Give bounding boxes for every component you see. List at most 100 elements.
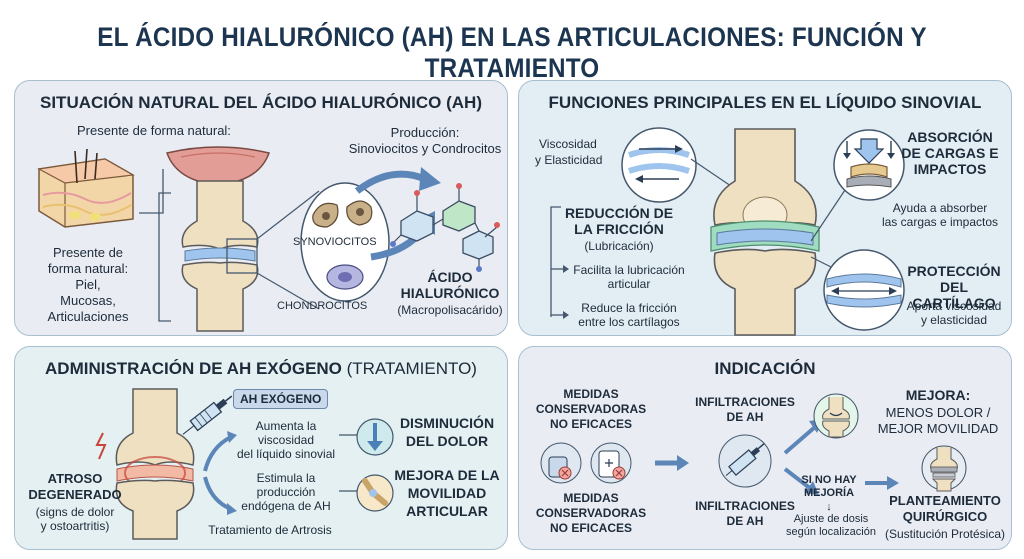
production-cells: Sinoviocitos y Condrocitos — [348, 141, 502, 156]
natural-situation-panel: SITUACIÓN NATURAL DEL ÁCIDO HIALURÓNICO … — [14, 80, 508, 336]
effect-arrows — [203, 431, 237, 515]
synovial-knee-illustration — [710, 128, 820, 336]
exogenous-panel: ADMINISTRACIÓN DE AH EXÓGENO (TRATAMIENT… — [14, 346, 508, 550]
acid-name-line2: HIALURÓNICO — [400, 285, 500, 301]
friction-point2-line2: entre los cartílagos — [578, 315, 680, 329]
friction-point2-line1: Reduce la fricción — [581, 301, 677, 315]
absorption-sub-line2: las cargas e impactos — [881, 215, 999, 229]
knee-prosthesis-icon — [921, 445, 967, 492]
friction-bracket — [550, 206, 569, 319]
patient-line1: ATROSO — [47, 471, 103, 486]
viscosity-line2: y Elasticidad — [535, 153, 603, 167]
exogenous-badge: AH EXÓGENO — [233, 389, 329, 409]
synoviocitos-label: SYNOVIOCITOS — [293, 236, 377, 248]
mucosa-illustration — [166, 146, 270, 186]
improve-sub-line2: MEJOR MOVILIDAD — [877, 421, 999, 436]
patient-sub-line1: (signs de dolor — [35, 505, 115, 519]
improve-sub-line1: MENOS DOLOR / — [885, 405, 991, 420]
exogenous-title-suffix: (TRATAMIENTO) — [346, 359, 477, 378]
infiltration-top-line2: DE AH — [726, 410, 764, 424]
conservative-top-line1: MEDIDAS — [563, 387, 619, 401]
viscosity-flow-icon — [621, 127, 697, 203]
acid-name-line1: ÁCIDO — [427, 269, 473, 285]
conservative-bottom-line2: CONSERVADORAS — [535, 506, 647, 520]
present-left-line5: Articulaciones — [47, 309, 129, 324]
production-label: Producción: — [390, 125, 460, 140]
absorption-icon — [833, 129, 905, 201]
cell-circle — [300, 182, 390, 302]
protection-title-line1: PROTECCIÓN — [907, 263, 1001, 279]
effect1-line3: del líquido sinovial — [236, 447, 336, 461]
protection-title-line2: DEL CARTÍLAGO — [912, 279, 996, 311]
acid-type: (Macropolisacárido) — [397, 303, 503, 317]
effect1-line1: Aumenta la — [255, 419, 317, 433]
result2-line1: MEJORA DE LA — [394, 467, 500, 483]
skin-illustration — [37, 148, 135, 228]
degenerated-knee-illustration — [115, 388, 195, 540]
result1-line2: DEL DOLOR — [405, 433, 489, 449]
syringe-icon — [182, 395, 233, 435]
surgery-line1: PLANTEAMIENTO — [889, 493, 1001, 508]
exogenous-title-main: ADMINISTRACIÓN DE AH EXÓGENO — [45, 359, 342, 378]
arrow-to-infiltration — [655, 455, 689, 471]
hyaluronic-acid-molecule — [390, 183, 500, 272]
cartilage-protection-icon — [823, 249, 905, 331]
protection-sub-line2: y elasticidad — [920, 313, 988, 327]
happy-knee-icon — [813, 393, 859, 439]
medication-icons — [540, 442, 632, 484]
friction-title-line2: LA FRICCIÓN — [574, 221, 664, 237]
chondrocitos-label: CHONDROCITOS — [277, 300, 368, 312]
infiltration-bottom-line1: INFILTRACIONES — [695, 499, 795, 513]
effect2-line3: endógena de AH — [241, 499, 331, 513]
surgery-line2: QUIRÚRGICO — [902, 509, 988, 524]
result1-line1: DISMINUCIÓN — [399, 415, 495, 431]
infiltration-bottom-line2: DE AH — [726, 514, 764, 528]
pain-icon — [95, 432, 107, 460]
treatment-label: Tratamiento de Artrosis — [208, 523, 332, 537]
infiltration-syringe-icon — [718, 434, 772, 488]
friction-sub: (Lubricación) — [584, 239, 654, 253]
mobility-icon — [356, 474, 394, 512]
down-arrow-icon: ↓ — [826, 501, 832, 513]
result2-line2: MOVILIDAD — [407, 485, 487, 501]
friction-title-line1: REDUCCIÓN DE — [564, 205, 674, 221]
conservative-bottom-line1: MEDIDAS — [563, 491, 619, 505]
skin-mucosa-connector — [139, 169, 164, 214]
patient-sub-line2: y ostoartritis) — [40, 519, 110, 533]
conservative-bottom-line3: NO EFICACES — [549, 521, 632, 535]
exogenous-panel-title: ADMINISTRACIÓN DE AH EXÓGENO (TRATAMIENT… — [15, 359, 507, 379]
protection-sub-line1: Aporta viscosidad — [906, 299, 1002, 313]
no-improve-line1: SI NO HAY — [801, 474, 857, 486]
no-improve-line2: MEJORÍA — [803, 487, 855, 499]
friction-point1-line2: articular — [607, 277, 651, 291]
infiltration-top-line1: INFILTRACIONES — [695, 395, 795, 409]
pain-decrease-icon — [356, 418, 394, 456]
arrow-to-surgery — [865, 476, 899, 490]
indication-panel-title: INDICACIÓN — [714, 359, 816, 378]
natural-panel-title: SITUACIÓN NATURAL DEL ÁCIDO HIALURÓNICO … — [40, 93, 482, 112]
absorption-sub-line1: Ayuda a absorber — [892, 201, 988, 215]
knee-joint-illustration — [181, 180, 259, 332]
absorption-title-line3: IMPACTOS — [913, 161, 987, 177]
effect2-line2: producción — [256, 485, 316, 499]
indication-panel: INDICACIÓN MEDIDAS CONSERVADORAS NO EFIC… — [518, 346, 1012, 550]
viscosity-line1: Viscosidad — [539, 137, 597, 151]
effect2-line1: Estimula la — [256, 471, 316, 485]
bracket-connector — [158, 192, 171, 322]
effect1-line2: viscosidad — [257, 433, 315, 447]
friction-point1-line1: Facilita la lubricación — [573, 263, 685, 277]
page-title: EL ÁCIDO HIALURÓNICO (AH) EN LAS ARTICUL… — [97, 22, 927, 83]
absorption-title-line1: ABSORCIÓN — [907, 129, 993, 145]
zoom-lines — [256, 190, 320, 310]
dose-adjust-line2: según localización — [786, 526, 876, 538]
present-top-label: Presente de forma natural: — [77, 123, 231, 138]
present-left-line1: Presente de — [52, 245, 124, 260]
functions-panel-title: FUNCIONES PRINCIPALES EN EL LÍQUIDO SINO… — [548, 93, 982, 112]
patient-line2: DEGENERADO — [28, 487, 122, 502]
dose-adjust-line1: Ajuste de dosis — [793, 513, 869, 525]
absorption-title-line2: DE CARGAS E — [901, 145, 999, 161]
present-left-line3: Piel, — [75, 277, 101, 292]
present-left-line4: Mucosas, — [60, 293, 116, 308]
functions-panel: FUNCIONES PRINCIPALES EN EL LÍQUIDO SINO… — [518, 80, 1012, 336]
result2-line3: ARTICULAR — [406, 503, 488, 519]
